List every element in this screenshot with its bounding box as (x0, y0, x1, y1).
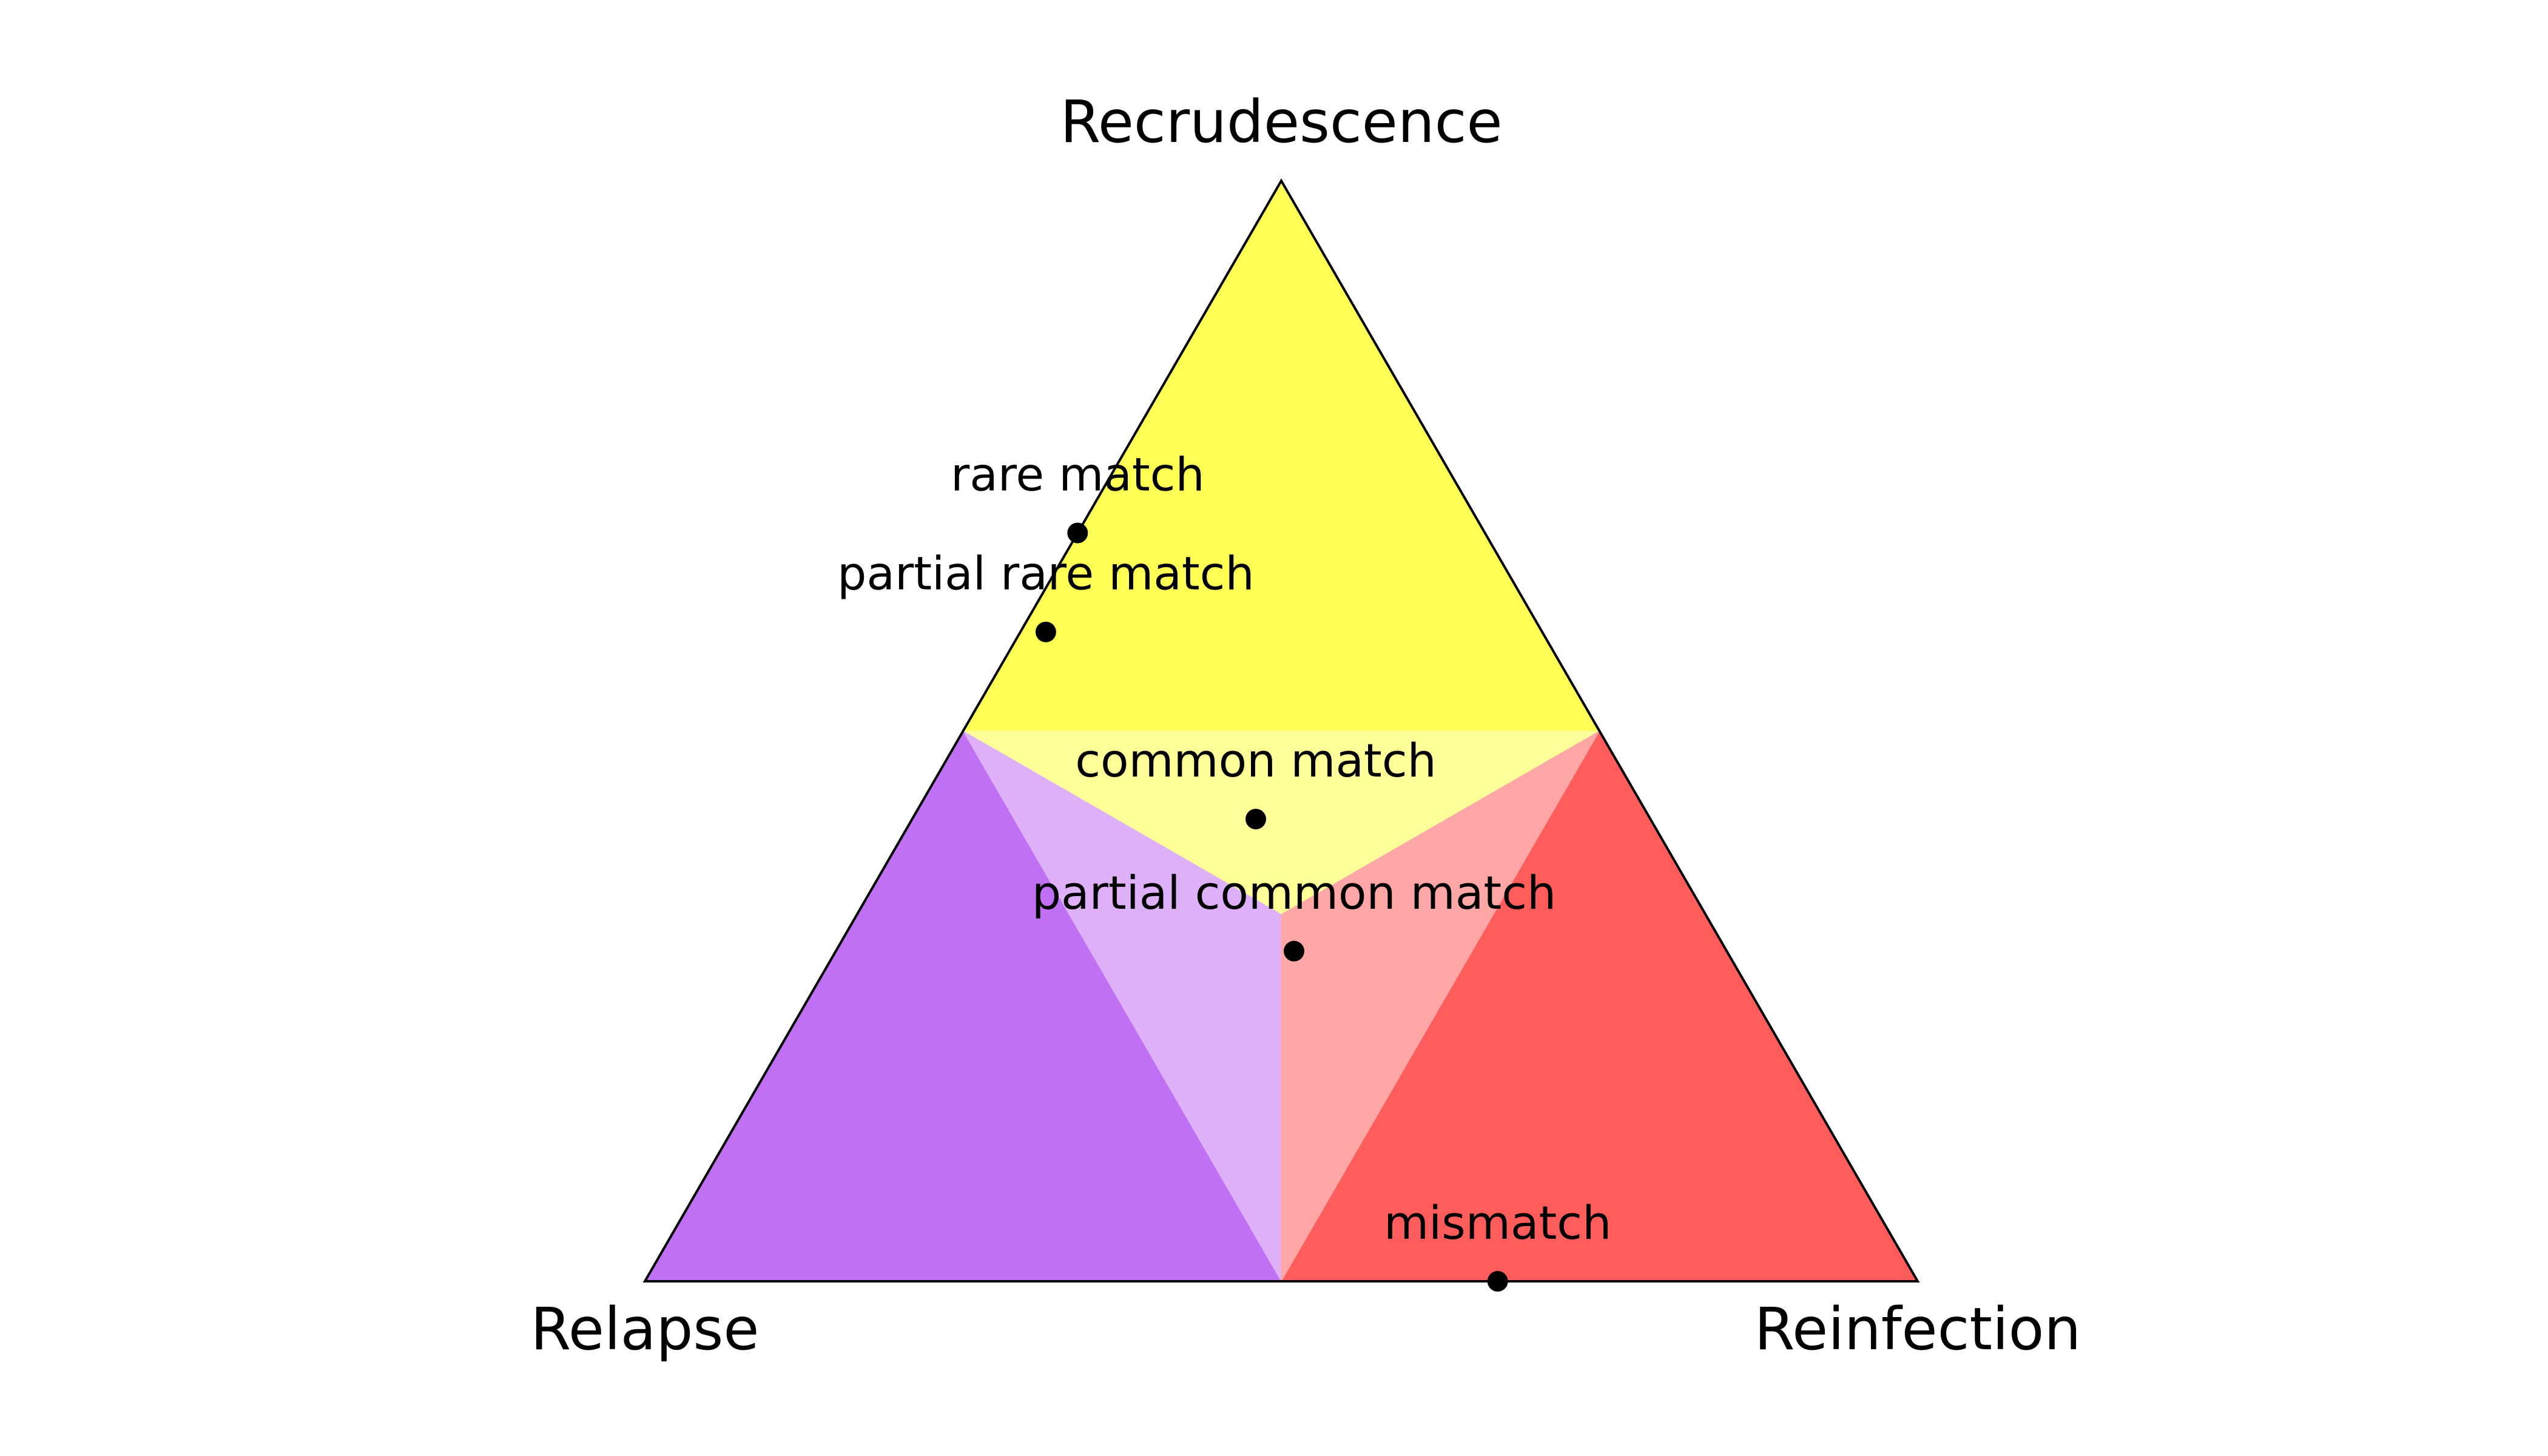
regions-layer (644, 180, 1918, 1282)
vertex-label-reinfection: Reinfection (1754, 1295, 2081, 1363)
data-point-label: partial common match (1032, 866, 1556, 920)
data-point-label: mismatch (1384, 1196, 1611, 1250)
points-layer: rare match partial rare match common match… (837, 448, 1611, 1292)
vertex-label-recrudescence: Recrudescence (1060, 88, 1502, 156)
data-point (1245, 809, 1266, 830)
data-point-label: rare match (951, 448, 1205, 502)
data-point-group: rare match (951, 448, 1205, 544)
data-point-group: mismatch (1384, 1196, 1611, 1292)
region-center-reinfection (1281, 730, 1600, 1282)
vertex-label-relapse: Relapse (531, 1295, 760, 1363)
data-point-label: common match (1075, 733, 1437, 787)
data-point (1487, 1271, 1508, 1292)
data-point-group: partial common match (1032, 866, 1556, 962)
data-point (1035, 621, 1056, 642)
data-point-label: partial rare match (837, 547, 1255, 601)
data-point (1284, 940, 1304, 962)
data-point-group: common match (1075, 733, 1437, 830)
triangle-outline (642, 178, 1920, 1282)
data-point-group: partial rare match (837, 547, 1255, 642)
data-point (1067, 522, 1088, 544)
